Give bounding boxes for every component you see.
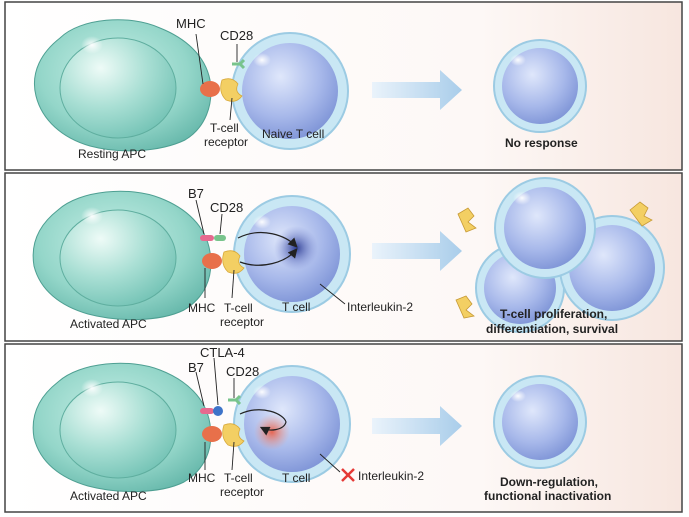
signal-zone — [254, 414, 290, 450]
il2-molecule — [457, 207, 477, 233]
apc-highlight — [81, 36, 103, 54]
tcr-label: T-cell — [224, 301, 253, 315]
tcr-leader — [231, 441, 235, 471]
mhc-molecule — [202, 426, 222, 442]
inhibitory-signal-arrow — [239, 409, 287, 436]
ctla4-label: CTLA-4 — [200, 345, 245, 360]
daughter-nucleus — [504, 187, 586, 269]
b7-label: B7 — [188, 186, 204, 201]
apc-label: Activated APC — [70, 489, 147, 503]
il2-leader — [319, 453, 341, 473]
il2-label: Interleukin-2 — [358, 469, 424, 483]
outcome-cell-nucleus — [502, 48, 578, 124]
tcr-molecule — [222, 423, 245, 447]
outcome-label-line2: functional inactivation — [484, 489, 611, 503]
apc-label: Resting APC — [78, 147, 146, 161]
tcr-label: T-cell — [210, 121, 239, 135]
panel-resting: MHC CD28 T-cell receptor Naive T cell Re… — [4, 1, 683, 171]
tcr-molecule — [222, 250, 245, 274]
tcr-molecule — [220, 78, 243, 102]
outcome-label: Down-regulation, — [500, 475, 598, 489]
mhc-molecule — [200, 81, 220, 97]
b7-leader — [195, 371, 205, 407]
x-mark-icon — [341, 468, 355, 482]
t-cell-label: Naive T cell — [262, 127, 324, 141]
outcome-label: T-cell proliferation, — [500, 307, 607, 321]
il2-molecule — [455, 295, 475, 319]
mhc-label: MHC — [176, 16, 206, 31]
il2-label: Interleukin-2 — [347, 300, 413, 314]
tcr-label: T-cell — [224, 471, 253, 485]
t-cell-nucleus — [242, 43, 338, 139]
apc-nucleus — [59, 209, 177, 307]
cd28-label: CD28 — [220, 28, 253, 43]
proliferating-cells — [475, 177, 665, 333]
transition-arrow — [372, 231, 462, 271]
il2-molecule — [629, 201, 653, 227]
apc-label: Activated APC — [70, 317, 147, 331]
b7-leader — [195, 199, 205, 235]
t-cell-highlight — [253, 215, 271, 229]
mhc-molecule — [202, 253, 222, 269]
t-cell-highlight — [253, 385, 271, 399]
signal-zone — [274, 226, 318, 270]
t-cell-label: T cell — [282, 300, 310, 314]
apc-highlight — [81, 379, 103, 397]
transition-arrow — [372, 406, 462, 446]
signal-arrow-2 — [239, 248, 298, 266]
mhc-label: MHC — [188, 301, 216, 315]
tcr-label-line2: receptor — [204, 135, 248, 149]
b7-label: B7 — [188, 360, 204, 375]
b7-molecule — [200, 408, 214, 414]
outcome-highlight — [510, 54, 526, 66]
panel-inhibited: CTLA-4 B7 CD28 MHC T-cell receptor T cel… — [4, 343, 683, 513]
daughter-highlight — [513, 191, 531, 205]
outcome-cell-nucleus — [502, 384, 578, 460]
b7-molecule — [200, 235, 214, 241]
cd28-molecule — [214, 235, 226, 241]
ctla4-molecule — [213, 406, 223, 416]
transition-arrow — [372, 70, 462, 110]
apc-nucleus — [59, 37, 177, 139]
cd28-label: CD28 — [226, 364, 259, 379]
outcome-label-line2: differentiation, survival — [486, 322, 618, 336]
panel-activated: B7 CD28 MHC T-cell receptor T cell Inter… — [4, 172, 683, 342]
mhc-leader — [195, 33, 204, 85]
t-cell-label: T cell — [282, 471, 310, 485]
outcome-highlight — [510, 390, 526, 402]
t-cell-highlight — [253, 53, 271, 67]
apc-highlight — [81, 207, 103, 225]
apc-nucleus — [59, 381, 177, 479]
il2-leader — [319, 283, 346, 305]
tcr-label-line2: receptor — [220, 485, 264, 499]
tcr-leader — [229, 97, 233, 121]
outcome-label: No response — [505, 136, 578, 150]
cd28-label: CD28 — [210, 200, 243, 215]
tcr-label-line2: receptor — [220, 315, 264, 329]
ctla4-leader — [213, 357, 219, 406]
tcr-leader — [231, 269, 235, 299]
cd28-molecule — [228, 394, 242, 406]
signal-arrow-1 — [237, 231, 298, 248]
mhc-label: MHC — [188, 471, 216, 485]
cd28-leader — [219, 213, 223, 235]
cd28-molecule — [232, 58, 246, 70]
